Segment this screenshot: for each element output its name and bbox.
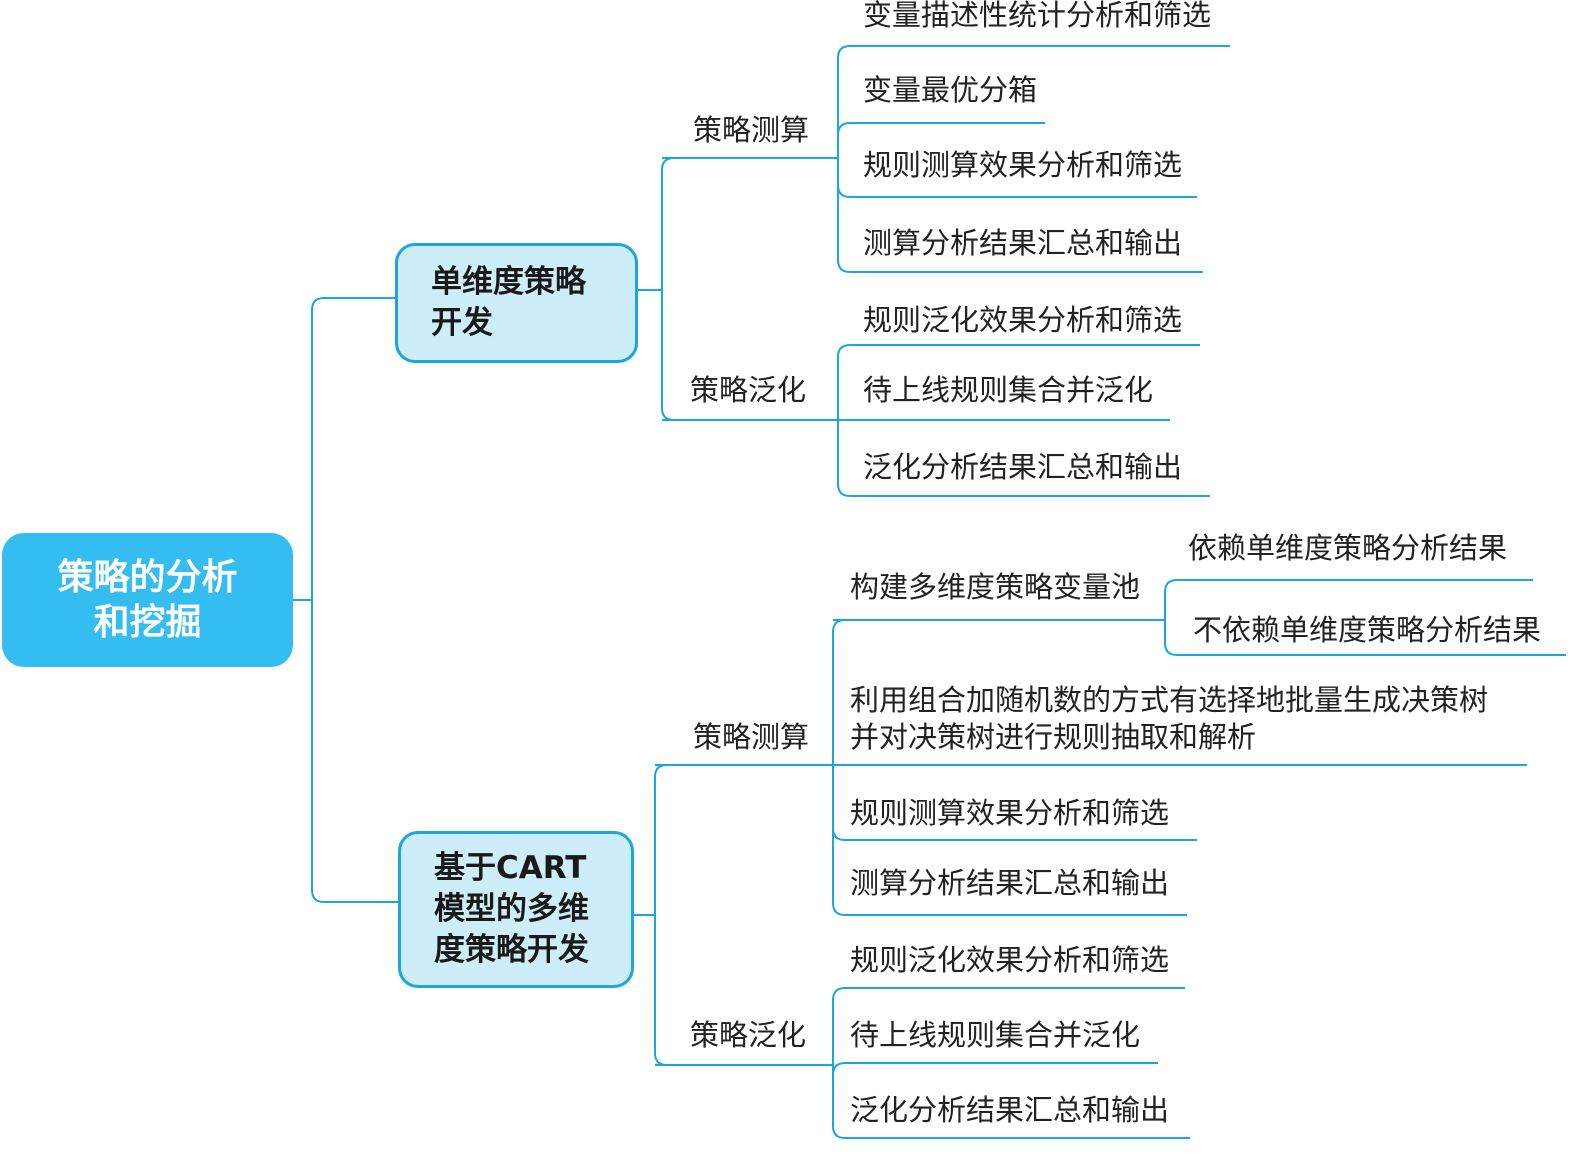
connector-line xyxy=(837,344,1200,420)
b1-generalize-item[interactable]: 泛化分析结果汇总和输出 xyxy=(863,450,1183,484)
b2-measure-item-line1[interactable]: 利用组合加随机数的方式有选择地批量生成决策树 xyxy=(850,683,1489,717)
b1-measure-item[interactable]: 测算分析结果汇总和输出 xyxy=(863,226,1183,260)
b2-generalize-node[interactable]: 策略泛化 xyxy=(690,1018,807,1052)
branch1-line-1: 单维度策略 xyxy=(431,264,586,300)
b2-measure-item-line2[interactable]: 并对决策树进行规则抽取和解析 xyxy=(850,720,1257,754)
connector-line xyxy=(837,158,1203,273)
root-node[interactable]: 策略的分析 和挖掘 xyxy=(2,533,293,667)
connector-line xyxy=(837,45,1230,158)
b2-pool-item[interactable]: 依赖单维度策略分析结果 xyxy=(1188,531,1508,565)
b2-pool-item[interactable]: 不依赖单维度策略分析结果 xyxy=(1193,613,1542,647)
b2-generalize-item[interactable]: 待上线规则集合并泛化 xyxy=(850,1018,1141,1052)
connector-line xyxy=(832,987,1185,1065)
b1-generalize-item[interactable]: 待上线规则集合并泛化 xyxy=(863,373,1154,407)
branch2-line-2: 模型的多维 xyxy=(434,891,589,927)
b1-generalize-node[interactable]: 策略泛化 xyxy=(690,373,807,407)
b2-pool-node[interactable]: 构建多维度策略变量池 xyxy=(850,570,1141,604)
b1-measure-item[interactable]: 变量最优分箱 xyxy=(863,73,1038,107)
b2-measure-item[interactable]: 测算分析结果汇总和输出 xyxy=(850,866,1170,900)
connector-line xyxy=(1164,620,1566,656)
b2-generalize-item[interactable]: 泛化分析结果汇总和输出 xyxy=(850,1093,1170,1127)
branch2-line-3: 度策略开发 xyxy=(434,932,589,968)
connector-line xyxy=(832,1065,1190,1139)
b1-measure-item[interactable]: 规则测算效果分析和筛选 xyxy=(863,148,1183,182)
branch-cart-multi-dimension[interactable]: 基于CART 模型的多维 度策略开发 xyxy=(398,831,634,988)
b2-measure-node[interactable]: 策略测算 xyxy=(693,720,810,754)
root-line-2: 和挖掘 xyxy=(93,602,202,643)
connector-line xyxy=(832,1062,1158,1076)
connector-line xyxy=(311,600,398,903)
branch-single-dimension[interactable]: 单维度策略 开发 xyxy=(395,243,638,363)
branch1-line-2: 开发 xyxy=(431,305,493,341)
connector-line xyxy=(837,420,1210,497)
b1-generalize-item[interactable]: 规则泛化效果分析和筛选 xyxy=(863,303,1183,337)
connector-line xyxy=(832,765,1187,916)
b1-measure-item[interactable]: 变量描述性统计分析和筛选 xyxy=(863,0,1212,32)
b2-generalize-item[interactable]: 规则泛化效果分析和筛选 xyxy=(850,943,1170,977)
connector-line xyxy=(1164,579,1533,620)
connector-line xyxy=(837,122,1045,158)
connector-line xyxy=(311,297,395,600)
root-line-1: 策略的分析 xyxy=(57,557,238,598)
branch2-line-1: 基于CART xyxy=(434,850,587,886)
connector-line xyxy=(661,157,838,290)
b2-measure-item[interactable]: 规则测算效果分析和筛选 xyxy=(850,796,1170,830)
b1-measure-node[interactable]: 策略测算 xyxy=(693,113,810,147)
connector-line xyxy=(654,764,833,915)
